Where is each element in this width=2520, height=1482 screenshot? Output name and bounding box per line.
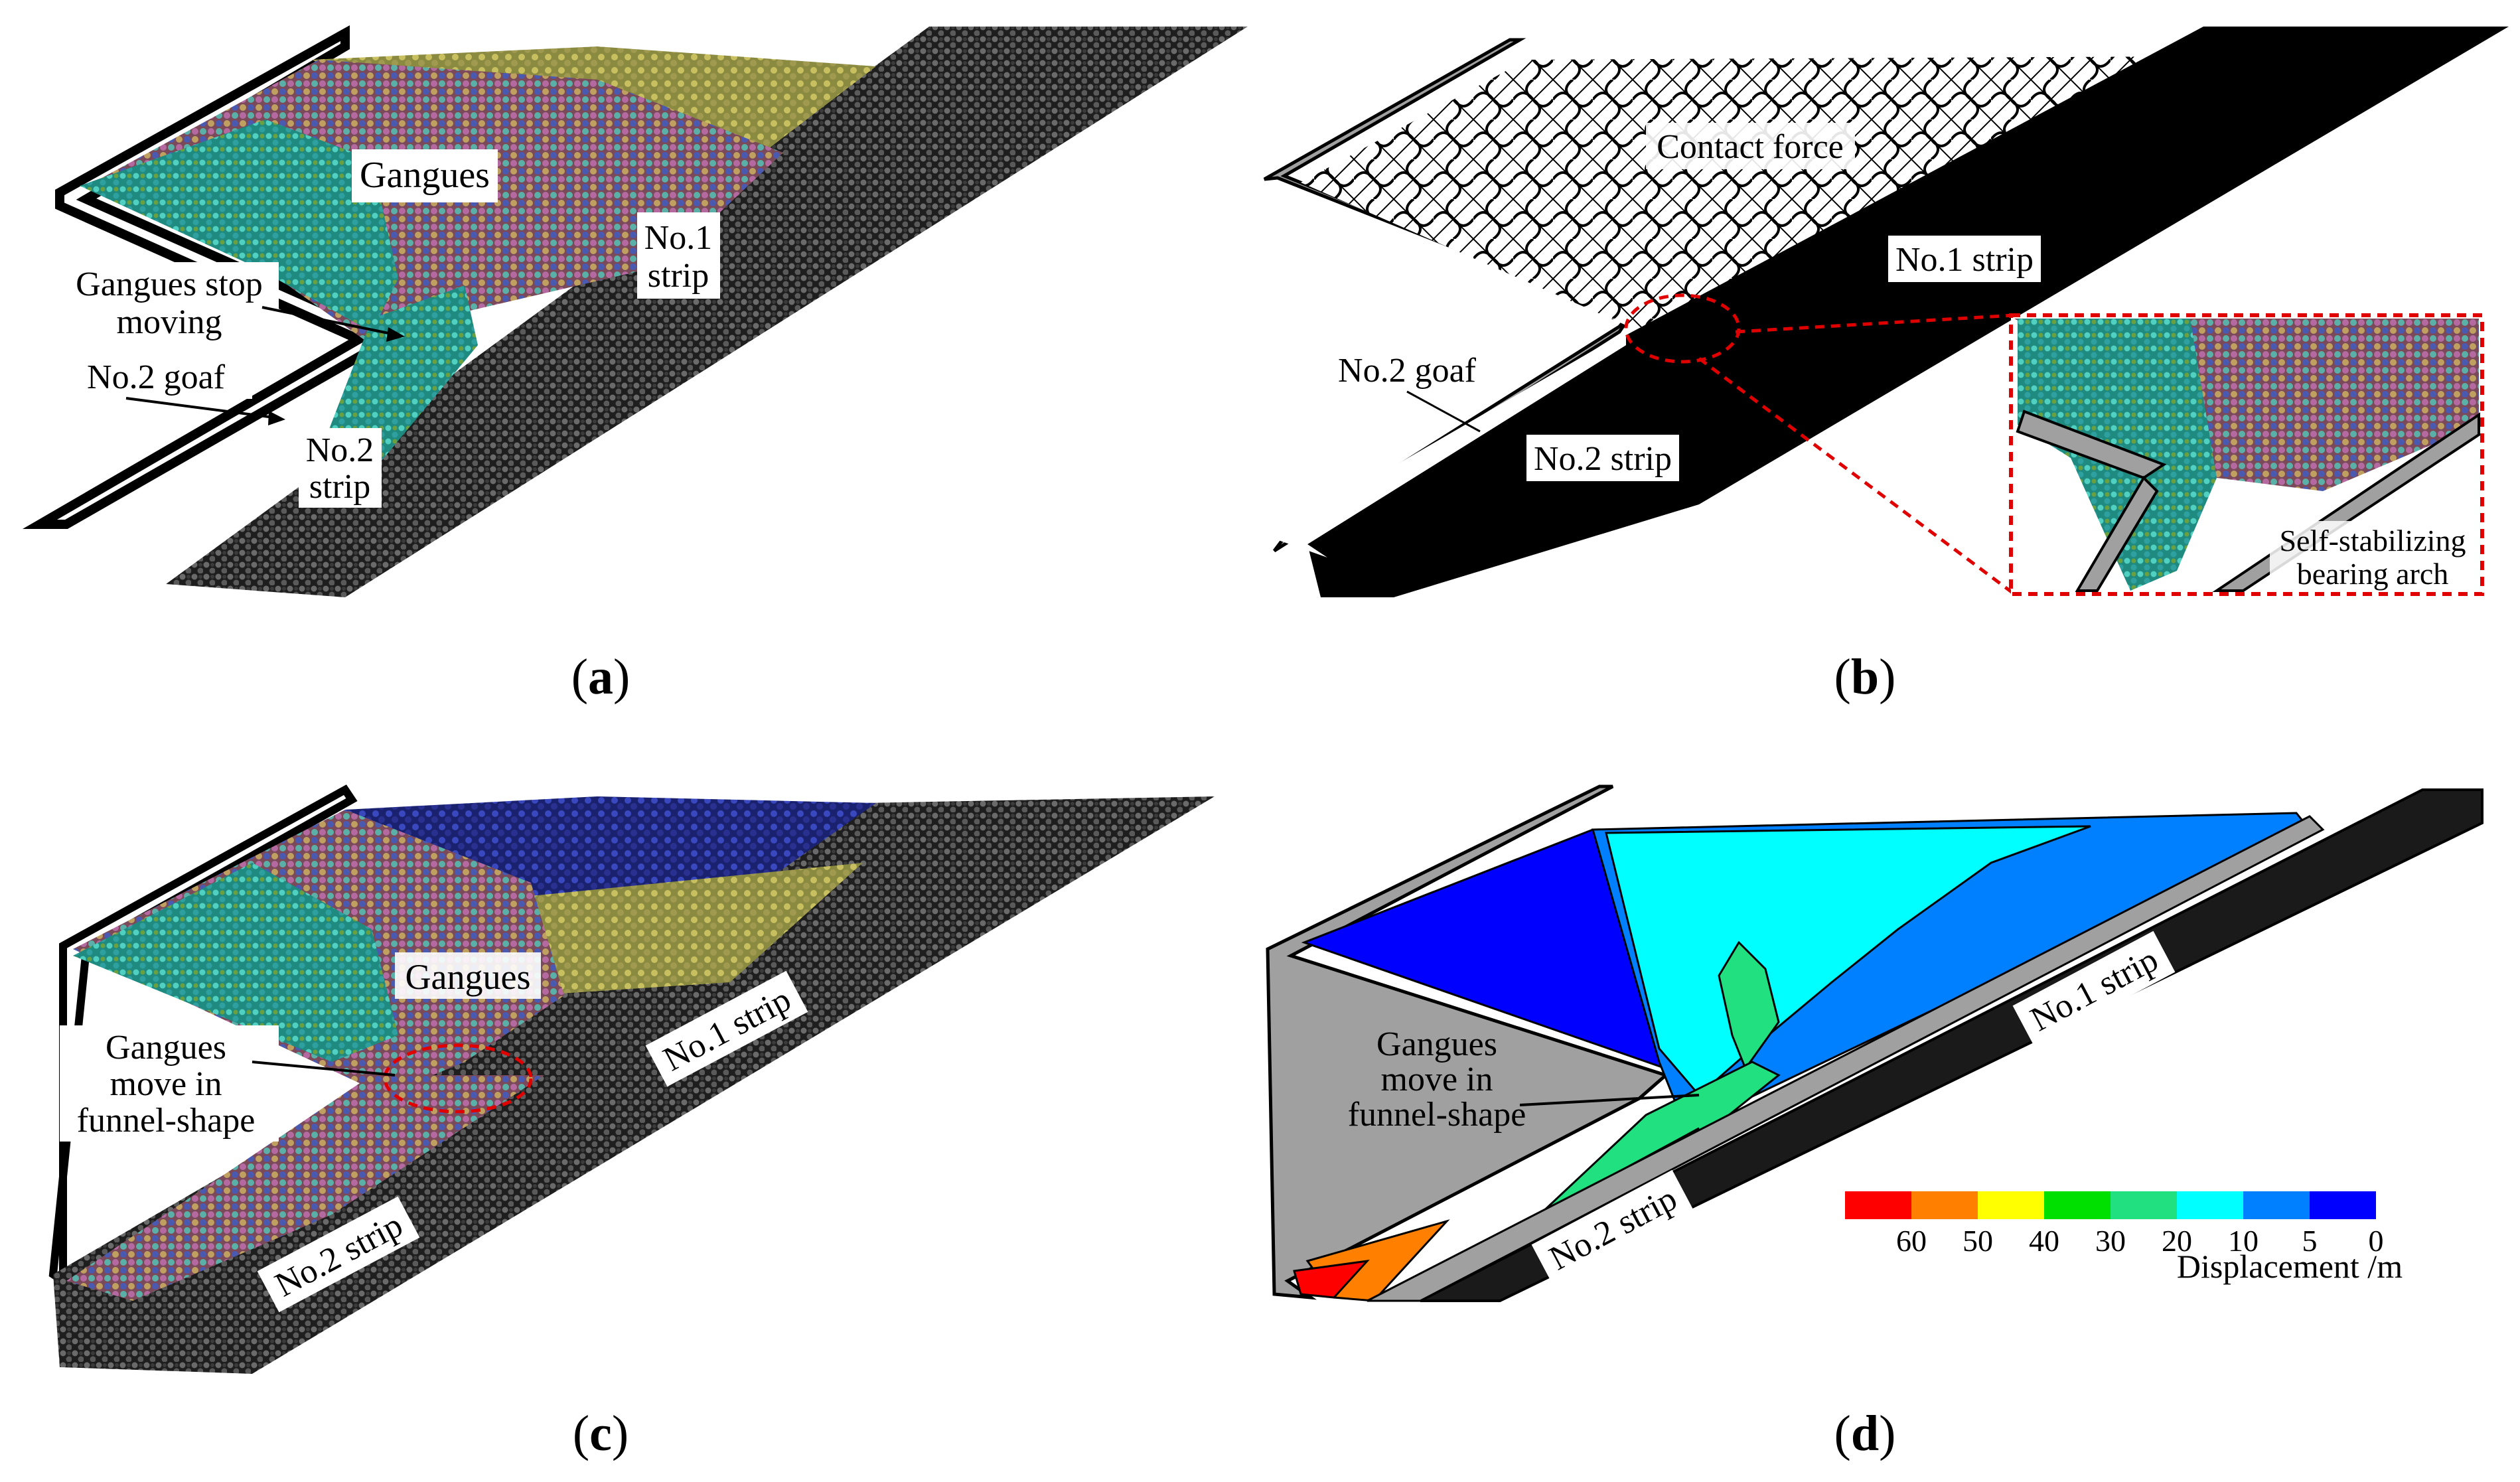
svg-text:No.1 strip: No.1 strip	[1895, 241, 2034, 279]
panel-c-funnel-leader	[252, 1061, 396, 1076]
legend-swatch	[1911, 1191, 1978, 1219]
svg-text:strip: strip	[309, 468, 370, 506]
panel-b-no1-strip	[1626, 27, 2509, 504]
panel-a-label-gangues: Gangues	[352, 149, 498, 202]
panel-b-inset: Self-stabilizing bearing arch	[2009, 313, 2484, 596]
caption-d: (d)	[1834, 1406, 1896, 1461]
panel-b-label-no2-strip: No.2 strip	[1526, 435, 1679, 481]
panel-c: Gangues Gangues move in funnel-shape No.…	[48, 784, 1215, 1374]
svg-text:Gangues: Gangues	[106, 1029, 226, 1067]
svg-text:strip: strip	[648, 257, 709, 295]
panel-b-no2-goaf-leader	[1406, 390, 1481, 433]
panel-a-no2-goaf-arrow	[125, 397, 279, 419]
panel-a-label-no2-goaf: No.2 goaf	[60, 355, 252, 399]
legend-swatch	[2177, 1191, 2243, 1219]
legend-swatch	[2243, 1191, 2310, 1219]
panel-c-label-funnel: Gangues move in funnel-shape	[60, 1025, 279, 1142]
legend-tick-label: 20	[2162, 1224, 2192, 1258]
panel-d: Gangues move in funnel-shape No.1 strip …	[1266, 784, 2483, 1302]
panel-b: Self-stabilizing bearing arch Contact fo…	[1263, 27, 2509, 597]
svg-text:Contact force: Contact force	[1657, 128, 1844, 166]
panel-b-inset-label: Self-stabilizing bearing arch	[2270, 521, 2469, 591]
caption-a: (a)	[571, 649, 630, 705]
panel-d-label-funnel: Gangues move in funnel-shape	[1348, 1025, 1526, 1134]
panel-d-contour-20-30	[1538, 1061, 1781, 1216]
panel-b-label-no1-strip: No.1 strip	[1888, 236, 2041, 282]
panel-a-gangues-stop-arrowhead	[386, 327, 405, 342]
panel-a-label-no1-strip: No.1 strip	[637, 212, 720, 299]
legend-tick-label: 0	[2369, 1224, 2384, 1258]
panel-a-gangues-text: Gangues	[360, 155, 490, 196]
panel-a-label-no2-strip: No.2 strip	[299, 428, 382, 508]
legend-swatch	[2111, 1191, 2177, 1219]
panel-d-contour-60	[1293, 1259, 1370, 1299]
panel-b-label-contact-force: Contact force	[1646, 123, 1855, 169]
svg-text:Self-stabilizing: Self-stabilizing	[2279, 524, 2466, 557]
panel-b-label-no2-goaf: No.2 goaf	[1338, 352, 1481, 433]
panel-a-no2-goaf-arrowhead	[268, 411, 285, 425]
legend-tick-label: 60	[1896, 1224, 1927, 1258]
legend-tick-label: 10	[2228, 1224, 2259, 1258]
panel-a-gangues-stop-arrow	[261, 306, 399, 336]
svg-text:funnel-shape: funnel-shape	[77, 1102, 256, 1140]
svg-text:No.1: No.1	[644, 219, 713, 257]
svg-text:move in: move in	[1381, 1061, 1493, 1098]
panel-d-goaf-frame	[1266, 784, 1669, 1300]
panel-a-gangue-pile-teal	[80, 119, 398, 332]
legend-swatch	[2044, 1191, 2111, 1219]
svg-text:move in: move in	[110, 1065, 222, 1103]
svg-text:moving: moving	[117, 303, 222, 341]
panel-b-no2-strip	[1307, 345, 1699, 597]
panel-d-funnel-leader	[1519, 1094, 1700, 1106]
legend-swatch	[1845, 1191, 1911, 1219]
panel-b-contact-force-network	[1301, 56, 2190, 335]
panel-a: Gangues No.1 strip Gangues stop moving N…	[22, 25, 1248, 597]
panel-c-label-gangues: Gangues	[395, 952, 541, 999]
legend-tick-label: 40	[2029, 1224, 2059, 1258]
panel-a-label-gangues-stop: Gangues stop moving	[60, 262, 279, 342]
panel-c-gangue-flow	[66, 1075, 544, 1301]
legend-tick-label: 50	[1963, 1224, 1993, 1258]
panel-b-no2-goaf-fill	[1271, 335, 1626, 557]
svg-text:funnel-shape: funnel-shape	[1348, 1096, 1526, 1134]
legend-swatch	[2310, 1191, 2376, 1219]
svg-text:No.2 strip: No.2 strip	[1534, 440, 1672, 478]
panel-d-contour-10-20	[1605, 825, 2091, 1097]
svg-text:Gangues stop: Gangues stop	[76, 265, 263, 303]
panel-a-strip-body	[166, 27, 1248, 597]
svg-text:No.2 goaf: No.2 goaf	[87, 358, 226, 396]
caption-b: (b)	[1834, 649, 1896, 705]
panel-d-no1-strip	[1420, 788, 2483, 1302]
panel-b-highlight-ellipse	[1624, 293, 1741, 364]
panel-b-zoom-line-bottom	[1698, 356, 2016, 596]
panel-c-gangue-pile-olive	[465, 863, 863, 996]
svg-text:No.2 goaf: No.2 goaf	[1338, 352, 1477, 390]
svg-text:Gangues: Gangues	[406, 957, 531, 997]
legend-tick-label: 30	[2095, 1224, 2126, 1258]
legend-tick-label: 5	[2302, 1224, 2318, 1258]
panel-d-strip-edge	[1367, 815, 2325, 1302]
panel-d-legend-title: Displacement /m	[2177, 1248, 2403, 1285]
svg-text:bearing arch: bearing arch	[2297, 557, 2449, 591]
panel-c-gangue-pile-teal	[73, 863, 398, 1062]
panel-c-highlight-ellipse	[383, 1043, 533, 1114]
legend-swatch	[1978, 1191, 2044, 1219]
caption-c: (c)	[573, 1406, 629, 1461]
svg-text:Gangues: Gangues	[1376, 1025, 1497, 1063]
svg-text:No.2: No.2	[306, 431, 374, 469]
